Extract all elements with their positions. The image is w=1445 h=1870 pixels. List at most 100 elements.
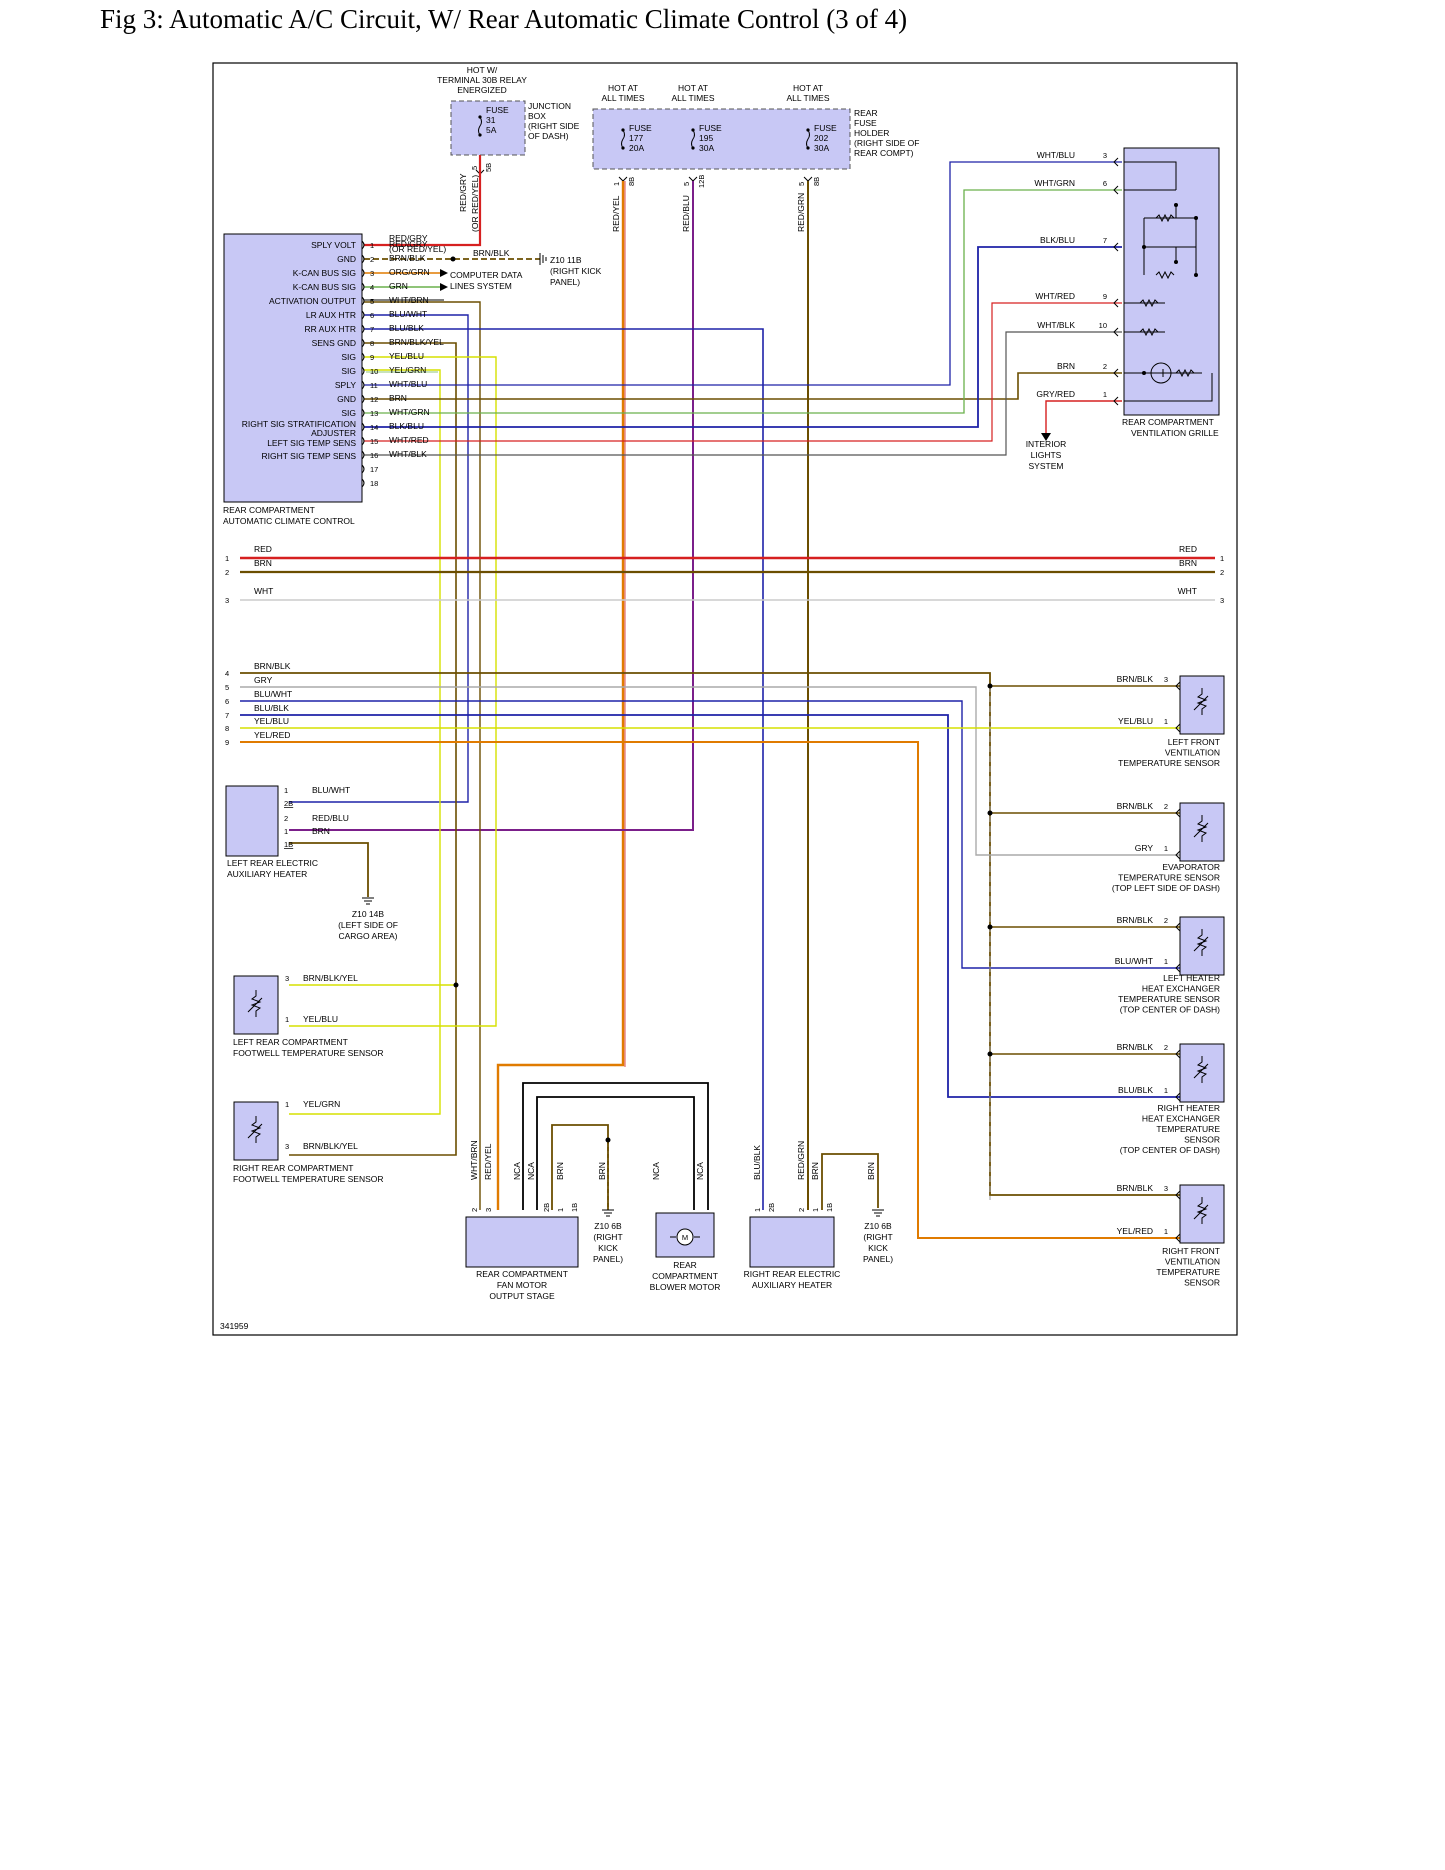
bus-mid-number: 8	[225, 724, 229, 733]
grille-pin-number: 3	[1103, 151, 1107, 160]
controller-pin-wire: WHT/RED	[389, 435, 429, 445]
controller-pin-label: ACTIVATION OUTPUT	[269, 296, 356, 306]
rear-fuse-holder-outline	[592, 108, 851, 170]
f177-pin: 1	[612, 182, 621, 186]
sensor-wire-1: BRN/BLK	[1117, 801, 1154, 811]
motor-label: M	[682, 1233, 688, 1242]
grille-pin-wire: WHT/BLK	[1037, 320, 1075, 330]
junction-box-label-4: OF DASH)	[528, 131, 569, 141]
lr-foot-body	[233, 975, 279, 1035]
controller-pin-label: LR AUX HTR	[306, 310, 356, 320]
grille-pin-mark	[1113, 396, 1119, 406]
wire-label-or-red-yel: (OR RED/YEL)	[470, 175, 480, 232]
controller-pin-mark	[361, 394, 365, 404]
rr-foot-pin-2: 3	[285, 1142, 289, 1151]
ground-z10-6b-a-4: PANEL)	[593, 1254, 623, 1264]
controller-pin-mark	[361, 422, 365, 432]
ground-z10-11b-1: Z10 11B	[550, 255, 582, 265]
fan-stage-pin-2b: 2B	[542, 1203, 551, 1212]
sensor-name-line: HEAT EXCHANGER	[1142, 984, 1220, 994]
controller-wire-red-gry: RED/GRY	[389, 233, 428, 243]
controller-pin-wire: BLK/BLU	[389, 421, 424, 431]
figure-title: Fig 3: Automatic A/C Circuit, W/ Rear Au…	[100, 4, 908, 34]
fuse-31-number: 31	[486, 115, 496, 125]
controller-pin-mark	[361, 296, 365, 306]
hot-a1-label-1: HOT AT	[608, 83, 638, 93]
ground-z10-14b-2: (LEFT SIDE OF	[338, 920, 398, 930]
grille-pin-mark	[1113, 298, 1119, 308]
sensor-wire-1: BRN/BLK	[1117, 915, 1154, 925]
controller-pin-wire: BRN	[389, 393, 407, 403]
lr-foot-wire-2: YEL/BLU	[303, 1014, 338, 1024]
sensor-pin-mark	[1175, 723, 1181, 733]
right-heater-wire-red-grn: RED/GRN	[796, 1141, 806, 1180]
grille-pin-wire: WHT/BLU	[1037, 150, 1075, 160]
bus-mid-label: BRN/BLK	[254, 661, 291, 671]
sensor-pin-2: 1	[1164, 1086, 1168, 1095]
lr-foot-pin-2: 1	[285, 1015, 289, 1024]
grille-pin-mark	[1113, 242, 1119, 252]
grille-pin-wire: WHT/RED	[1035, 291, 1075, 301]
controller-pin-wire: RED/GRY	[389, 239, 428, 249]
sensor-pin-mark	[1175, 922, 1181, 932]
controller-pin-wire: ORG/GRN	[389, 267, 430, 277]
fan-motor-output-stage: REAR COMPARTMENT FAN MOTOR OUTPUT STAGE …	[465, 1140, 607, 1301]
bus-mid-label: YEL/RED	[254, 730, 290, 740]
controller-pin-number: 11	[370, 381, 378, 390]
right-heater-pin-1: 1	[753, 1208, 762, 1212]
fuse-202-rating: 30A	[814, 143, 829, 153]
left-rear-aux-heater: LEFT REAR ELECTRIC AUXILIARY HEATER 1 2B…	[225, 785, 350, 879]
fan-stage-pin-3: 3	[484, 1208, 493, 1212]
controller-pin-number: 17	[370, 465, 378, 474]
interior-lights-arrow-icon	[1041, 433, 1051, 441]
ground-z10-6b-b-4: PANEL)	[863, 1254, 893, 1264]
right-rear-footwell-sensor: 1 YEL/GRN 3 BRN/BLK/YEL RIGHT REAR COMPA…	[233, 1099, 384, 1184]
controller-pin-mark	[361, 478, 365, 488]
sensor-wire-1: BRN/BLK	[1117, 1183, 1154, 1193]
sensor-name-line: (TOP CENTER OF DASH)	[1120, 1145, 1220, 1155]
f195-conn: 12B	[697, 175, 706, 188]
fuse-195-number: 195	[699, 133, 713, 143]
sensor-name-line: (TOP LEFT SIDE OF DASH)	[1112, 883, 1220, 893]
jb-conn: 5B	[484, 163, 493, 172]
controller-pin-mark	[361, 240, 365, 250]
controller-pin-label: SPLY	[335, 380, 356, 390]
left-rear-footwell-sensor: 3 BRN/BLK/YEL 1 YEL/BLU LEFT REAR COMPAR…	[233, 973, 384, 1058]
sensor-pin-1: 3	[1164, 1184, 1168, 1193]
sensor-wire-2: GRY	[1135, 843, 1154, 853]
ground-z10-6b-b-1: Z10 6B	[864, 1221, 892, 1231]
wire-label-red-blu: RED/BLU	[681, 195, 691, 232]
sensor-name-line: SENSOR	[1184, 1135, 1220, 1145]
motor-icon	[670, 1228, 700, 1246]
grille-pin-wire: BRN	[1057, 361, 1075, 371]
sensor-wire-2: BLU/BLK	[1118, 1085, 1153, 1095]
bus-top-label-left: WHT	[254, 586, 273, 596]
controller-name-1: REAR COMPARTMENT	[223, 505, 315, 515]
blower-name-2: COMPARTMENT	[652, 1271, 718, 1281]
thermistor-icon	[247, 990, 263, 1017]
rr-foot-pin-1: 1	[285, 1100, 289, 1109]
blower-wire-nca-1: NCA	[651, 1162, 661, 1180]
fan-stage-name-3: OUTPUT STAGE	[489, 1291, 555, 1301]
sensor-pin-2: 1	[1164, 1227, 1168, 1236]
controller-pin-label: K-CAN BUS SIG	[293, 268, 356, 278]
sensor-name-line: RIGHT FRONT	[1162, 1246, 1220, 1256]
controller-pin-wire: BLU/WHT	[389, 309, 427, 319]
rear-fuse-holder: FUSE 177 20A FUSE 195 30A FUSE 202 30A R…	[592, 108, 920, 170]
hot-a2-label-2: ALL TIMES	[672, 93, 715, 103]
grille-pin-wire: GRY/RED	[1036, 389, 1075, 399]
hot-relay-label-3: ENERGIZED	[457, 85, 507, 95]
lr-foot-wire-1: BRN/BLK/YEL	[303, 973, 358, 983]
sensor-pin-mark	[1175, 1233, 1181, 1243]
fuse-177-icon	[621, 128, 625, 150]
controller-pin-label: K-CAN BUS SIG	[293, 282, 356, 292]
bus-mid-label: BLU/BLK	[254, 703, 289, 713]
junction-box-label-1: JUNCTION	[528, 101, 571, 111]
controller-pin-wire: WHT/BLK	[389, 449, 427, 459]
left-heater-body	[225, 785, 279, 857]
sensor-pin-2: 1	[1164, 717, 1168, 726]
computer-data-label-1: COMPUTER DATA	[450, 270, 523, 280]
bus-top-label-left: BRN	[254, 558, 272, 568]
controller-pin-wire: GRN	[389, 281, 408, 291]
